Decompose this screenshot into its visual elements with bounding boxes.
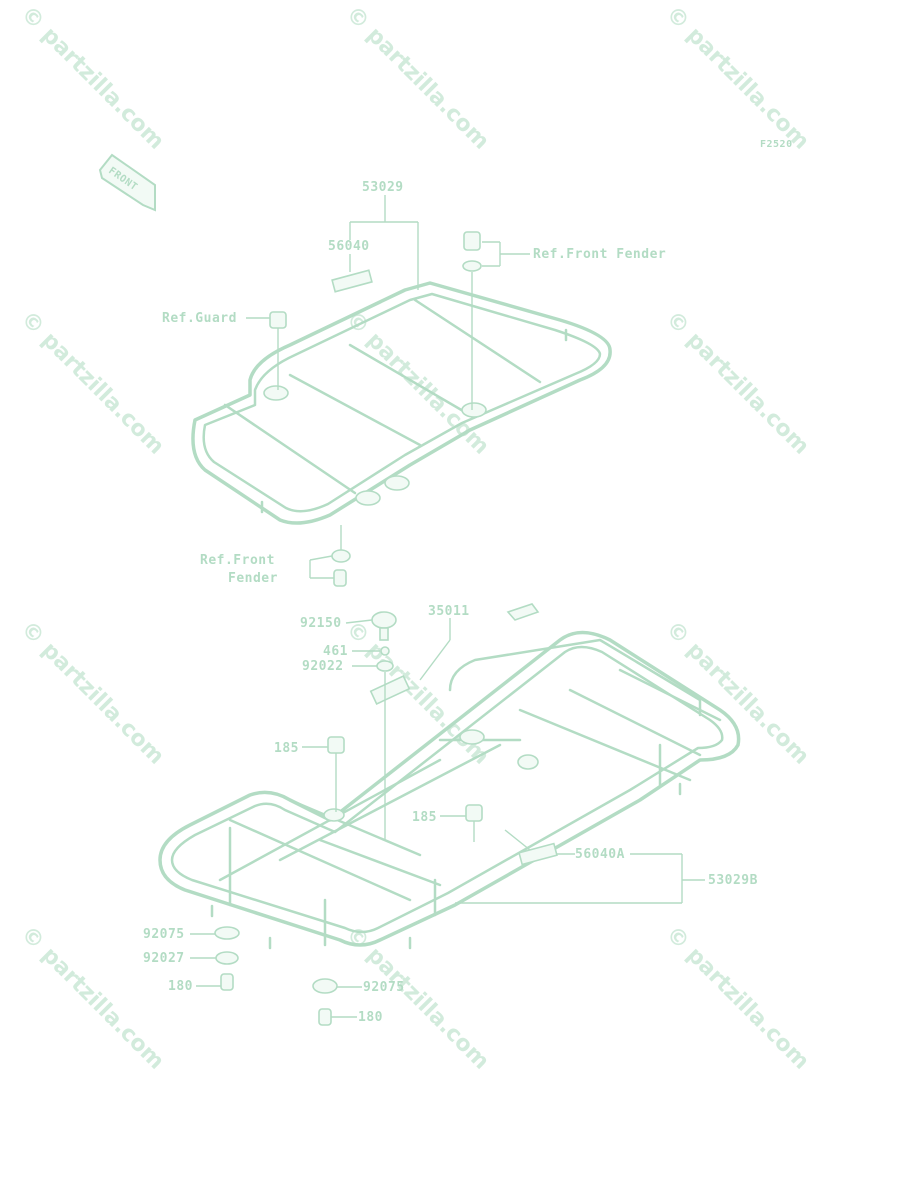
decal-56040: [331, 269, 373, 293]
front-carrier-frame: [191, 281, 612, 525]
label-53029B: 53029B: [708, 873, 758, 888]
upper-leaders: [246, 195, 530, 579]
upper-hardware: [269, 231, 482, 587]
label-92150: 92150: [300, 616, 342, 631]
rear-carrier-frame: [158, 603, 741, 950]
label-92027: 92027: [143, 951, 185, 966]
label-92075-left: 92075: [143, 927, 185, 942]
bolt-180-right: [318, 1008, 332, 1026]
label-461: 461: [323, 644, 348, 659]
watermark: © partzilla.com: [661, 2, 814, 155]
watermark: © partzilla.com: [16, 307, 169, 460]
bolt-bottom: [333, 569, 347, 587]
rear-leaders: [190, 618, 705, 1018]
watermark: © partzilla.com: [661, 307, 814, 460]
label-53029: 53029: [362, 180, 404, 195]
washer-92022: [376, 660, 394, 672]
label-56040: 56040: [328, 239, 370, 254]
watermark: © partzilla.com: [341, 617, 494, 770]
decal-56040A: [518, 842, 558, 866]
rear-hardware: [214, 611, 558, 1026]
label-180-right: 180: [358, 1010, 383, 1025]
label-92075-right: 92075: [363, 980, 405, 995]
knob-stem: [379, 627, 389, 641]
grommet-92075-right: [312, 978, 338, 994]
label-ref-front-fender-bottom-1: Ref.Front: [200, 553, 275, 568]
bolt-guard: [269, 311, 287, 329]
knob-92150: [371, 611, 397, 629]
bolt-top: [463, 231, 481, 251]
watermark: © partzilla.com: [16, 922, 169, 1075]
diagram-code: F2520: [760, 139, 793, 150]
bolt-180-left: [220, 973, 234, 991]
label-185-right: 185: [412, 810, 437, 825]
washer-top: [462, 260, 482, 272]
label-185-left: 185: [274, 741, 299, 756]
label-35011: 35011: [428, 604, 470, 619]
label-56040A: 56040A: [575, 847, 625, 862]
label-180-left: 180: [168, 979, 193, 994]
label-92022: 92022: [302, 659, 344, 674]
bolt-185-left: [327, 736, 345, 754]
label-ref-front-fender-top: Ref.Front Fender: [533, 247, 666, 262]
label-ref-front-fender-bottom-2: Fender: [228, 571, 278, 586]
label-ref-guard: Ref.Guard: [162, 311, 237, 326]
watermark: © partzilla.com: [16, 2, 169, 155]
watermark: © partzilla.com: [16, 617, 169, 770]
front-arrow-icon: FRONT: [98, 153, 156, 212]
washer-92027: [215, 951, 239, 965]
watermark: © partzilla.com: [341, 2, 494, 155]
ring-461: [380, 646, 390, 656]
watermark: © partzilla.com: [661, 922, 814, 1075]
watermarks: © partzilla.com © partzilla.com © partzi…: [16, 2, 814, 1075]
bolt-185-right: [465, 804, 483, 822]
grommet-92075-left: [214, 926, 240, 940]
grommet-bottom: [331, 549, 351, 563]
